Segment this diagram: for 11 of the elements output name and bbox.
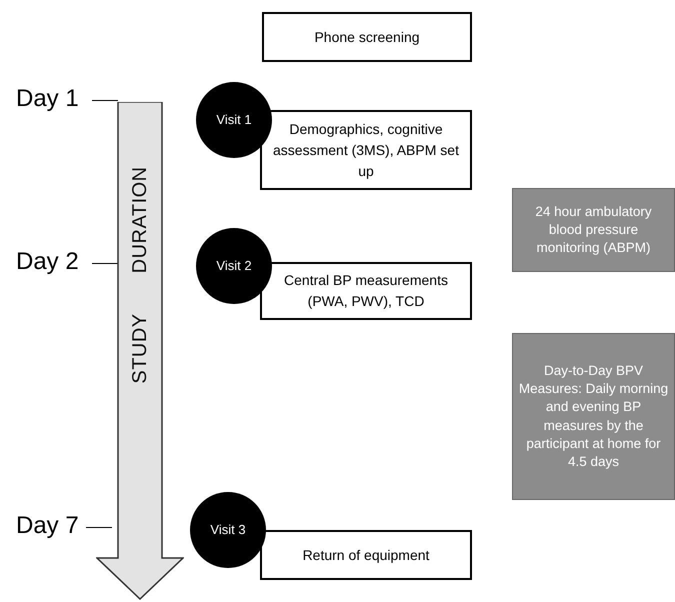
process-box: Phone screening [262, 12, 472, 62]
day-label: Day 1 [16, 87, 79, 111]
day-label: Day 7 [16, 514, 79, 538]
process-box: Central BP measurements (PWA, PWV), TCD [260, 262, 472, 320]
monitoring-box: 24 hour ambulatory blood pressure monitoring (ABPM) [512, 188, 675, 272]
process-box: Demographics, cognitive assessment (3MS), ABPM set up [260, 110, 472, 190]
monitoring-box: Day-to-Day BPV Measures: Daily morning and evening BP measures by the participant at home for 4.5 days [512, 333, 675, 500]
timeline-label: STUDY [128, 313, 152, 384]
timeline-label: DURATION [128, 166, 152, 274]
day-label: Day 2 [16, 250, 79, 274]
process-box: Return of equipment [260, 530, 472, 580]
